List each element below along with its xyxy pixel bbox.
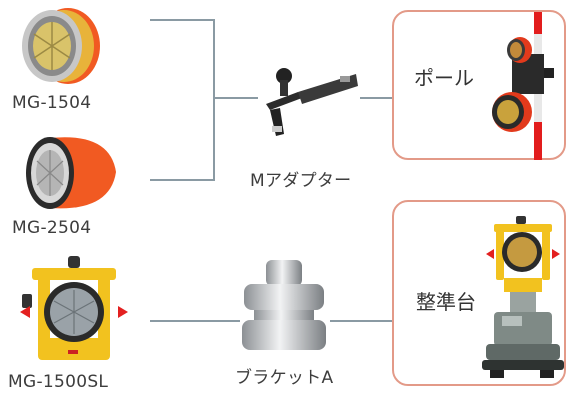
mg1504-prism-image	[22, 8, 100, 84]
bracket-a-label: ブラケットA	[235, 368, 334, 388]
pole-target-box: ポール	[392, 10, 566, 160]
tribrach-target-box: 整準台	[392, 200, 566, 386]
mg1504-label: MG-1504	[12, 93, 92, 113]
mg1504-connector	[150, 19, 215, 181]
bracket-a-image	[242, 260, 326, 350]
mg2504-prism-image	[26, 137, 116, 209]
mg1500sl-label: MG-1500SL	[8, 372, 109, 392]
m-adapter-label: Mアダプター	[250, 171, 352, 191]
mg1500sl-prism-image	[20, 256, 128, 360]
pole-label: ポール	[414, 66, 474, 90]
tribrach-with-prism-image	[482, 216, 564, 378]
m-adapter-image	[266, 68, 358, 136]
tribrach-label: 整準台	[416, 290, 476, 314]
mg2504-label: MG-2504	[12, 218, 92, 238]
pole-with-prisms-image	[492, 12, 554, 160]
